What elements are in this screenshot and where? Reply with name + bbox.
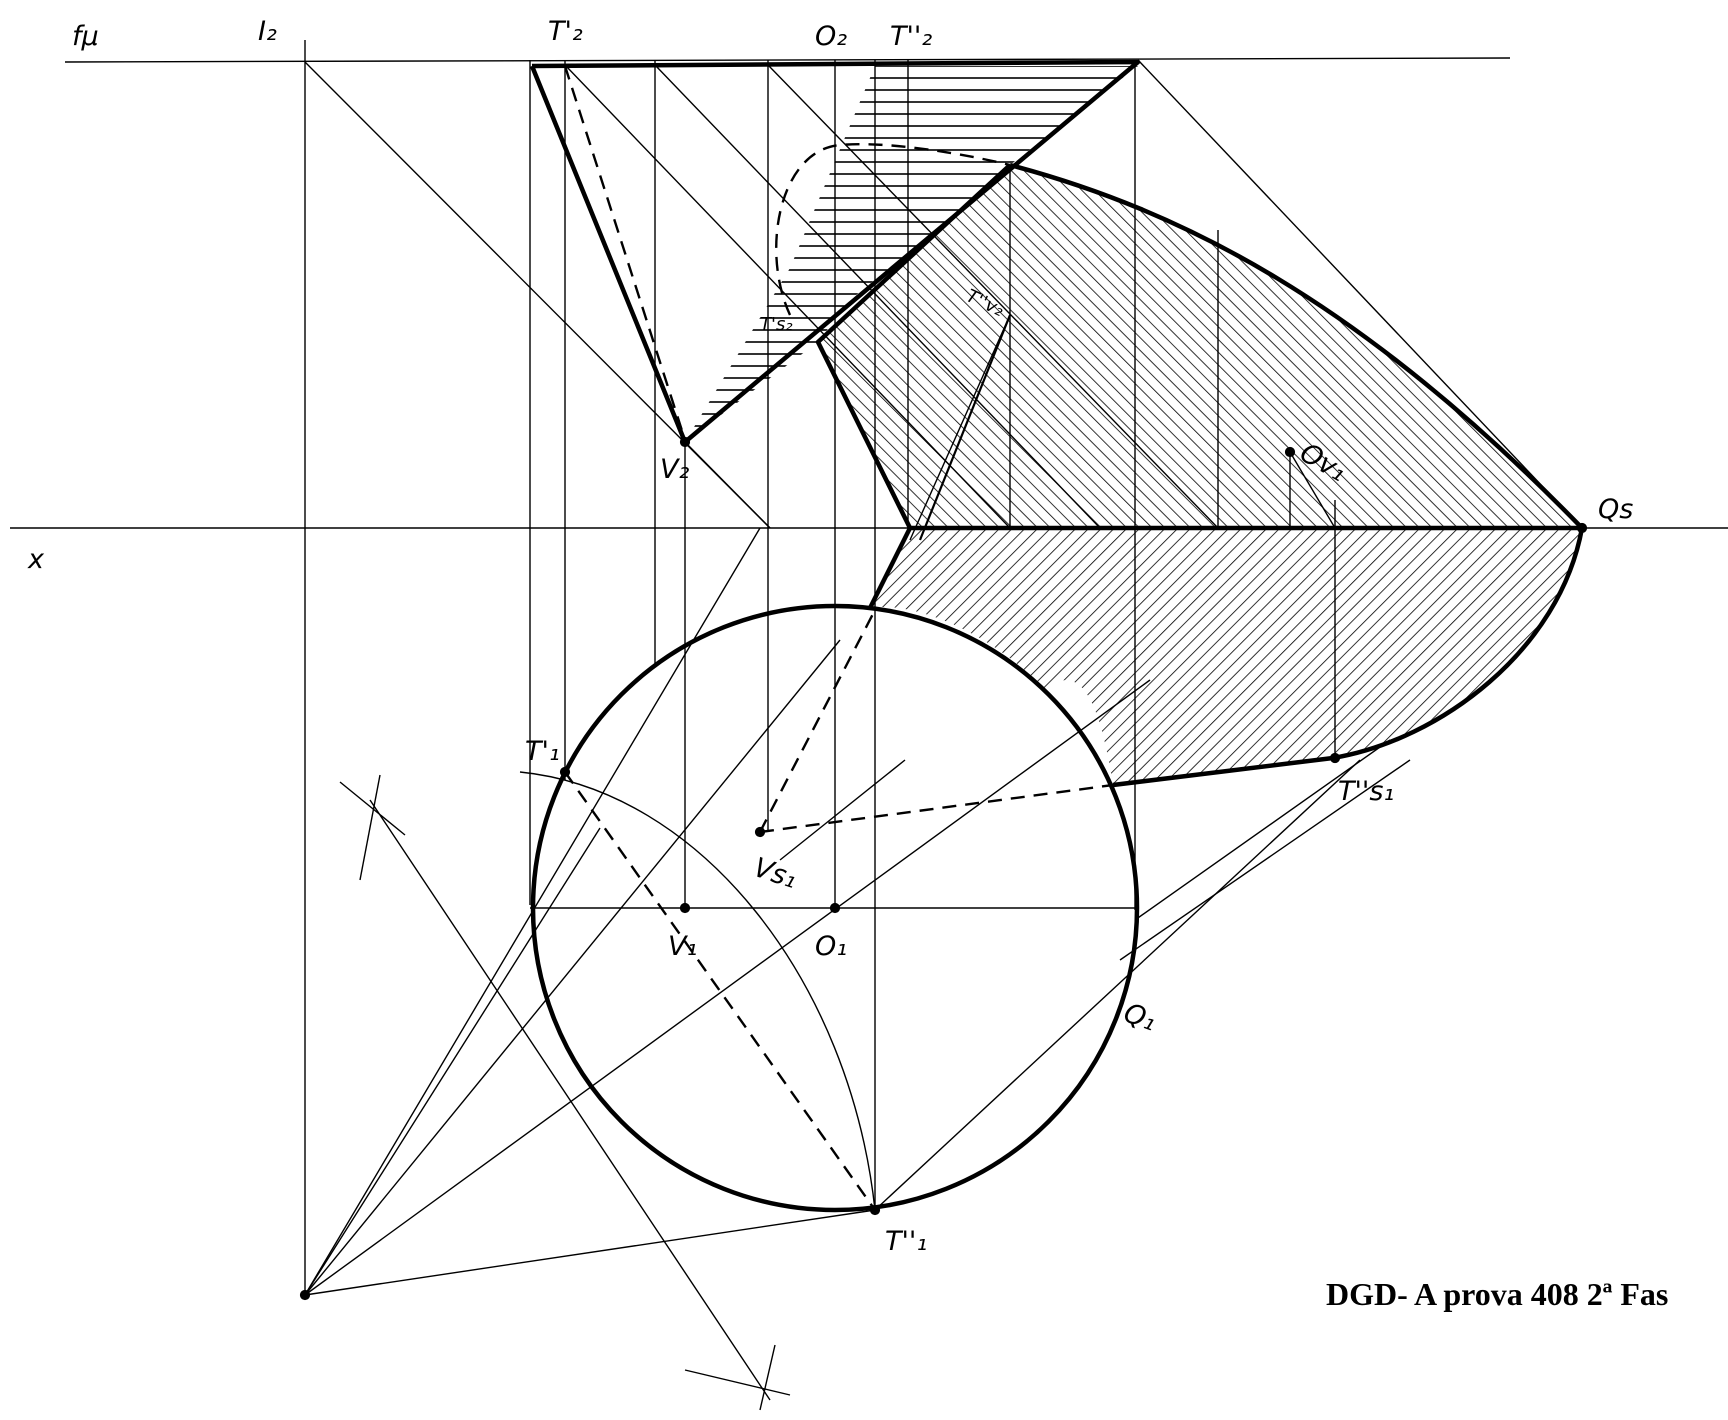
point-markers — [299, 314, 1588, 1301]
lower-diagonal-hatch-region — [870, 528, 1582, 785]
shadow-upper-outline — [815, 163, 1012, 529]
label-T1-double-prime: T''₁ — [885, 1226, 927, 1257]
label-fmu: fμ — [72, 21, 99, 52]
label-O1: O₁ — [815, 931, 847, 962]
label-Vs1: Vs₁ — [750, 852, 801, 895]
construction-lines — [10, 40, 1728, 1411]
contour-outlines — [529, 59, 1585, 1213]
label-Q1: Q₁ — [1120, 997, 1161, 1037]
hidden-lines — [563, 65, 1114, 1211]
label-V2: V₂ — [660, 454, 689, 485]
base-circle — [530, 603, 1140, 1213]
label-O2: O₂ — [815, 21, 847, 52]
label-T2-prime: T'₂ — [548, 16, 583, 47]
label-Ts2: T's₂ — [760, 314, 793, 335]
label-Ts1: T''s₁ — [1338, 776, 1394, 807]
pyramid-front-outline — [529, 59, 1141, 445]
label-V1: V₁ — [668, 931, 697, 962]
label-x-axis: x — [27, 544, 45, 575]
shadow-regions — [685, 66, 1582, 785]
upper-diagonal-hatch-region — [818, 165, 1582, 528]
label-T2-double-prime: T''₂ — [890, 21, 932, 52]
label-T1-prime: T'₁ — [525, 736, 560, 767]
label-I2: I₂ — [258, 16, 277, 47]
label-Qs: Qs — [1598, 494, 1633, 525]
exam-caption: DGD- A prova 408 2ª Fas — [1326, 1276, 1668, 1312]
